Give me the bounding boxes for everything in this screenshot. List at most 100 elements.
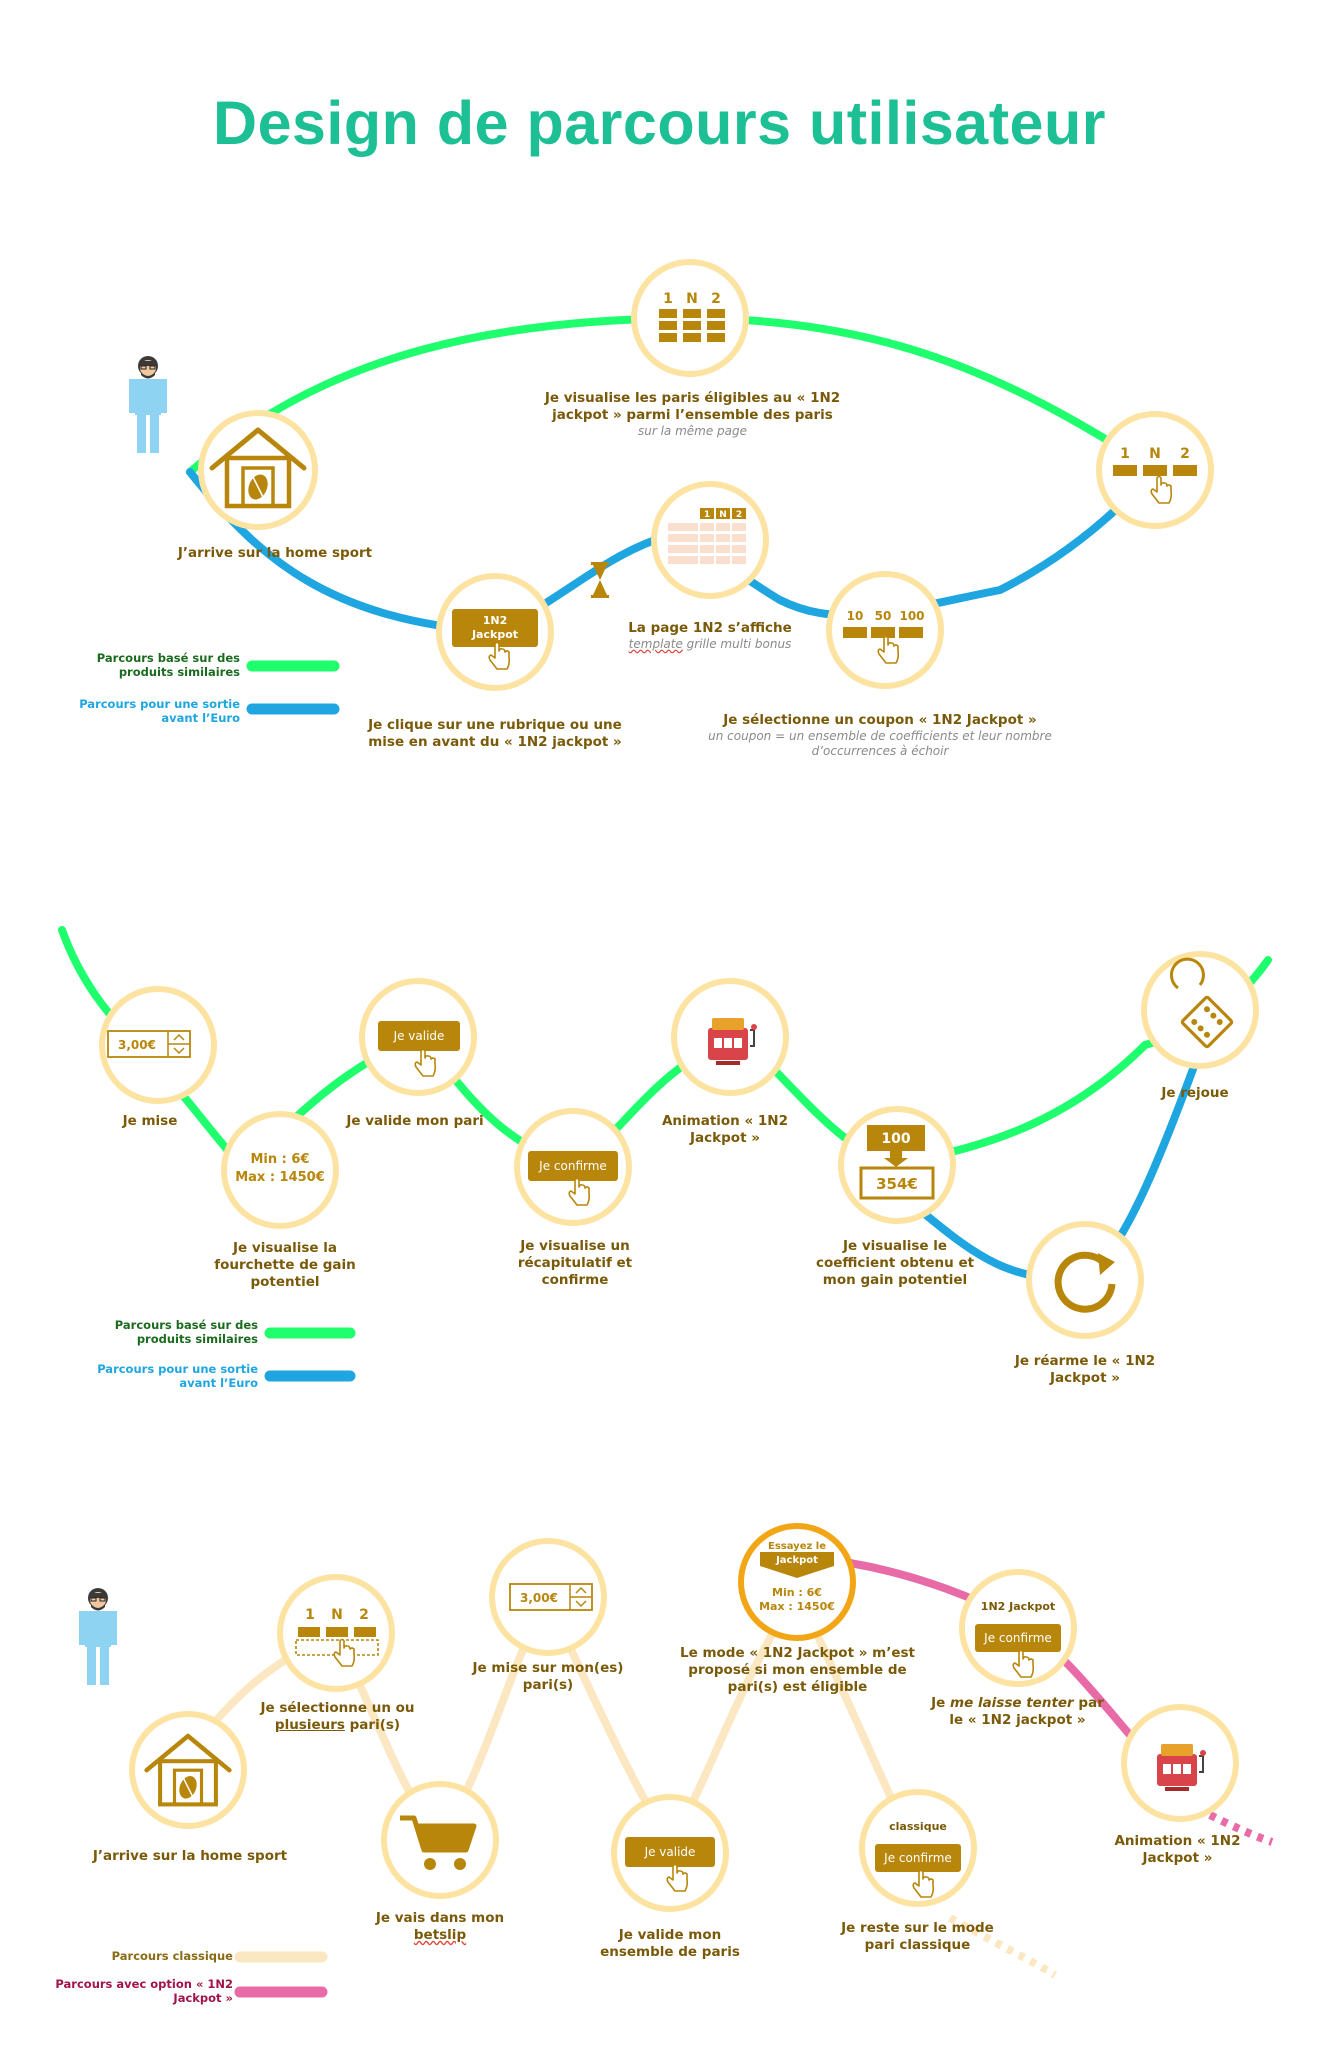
multi-bonus-grid-icon: 1 N 2 bbox=[668, 508, 746, 564]
s3-node-cart bbox=[381, 1781, 499, 1899]
pick-1n2-icon: 1 N 2 bbox=[1113, 446, 1197, 504]
hourglass-icon bbox=[591, 562, 609, 598]
stake-value: 3,00€ bbox=[520, 1591, 558, 1605]
page-title: Design de parcours utilisateur bbox=[213, 89, 1106, 157]
grid-header-1: 1 bbox=[305, 1607, 315, 1623]
label-cart: Je vais dans mon betslip bbox=[365, 1910, 515, 1944]
label-home: J’arrive sur la home sport bbox=[177, 545, 373, 561]
label-coef: Je visualise le coefficient obtenu et mo… bbox=[815, 1238, 975, 1288]
confirm-button-text: Je confirme bbox=[538, 1159, 607, 1173]
label-jackpot: Je me laisse tenter par le « 1N2 jackpot… bbox=[925, 1695, 1110, 1729]
legend-classic-label: Parcours classique bbox=[111, 1949, 233, 1963]
label-eligible-text: Je visualise les paris éligibles au « 1N… bbox=[544, 390, 841, 423]
grid-header-1: 1 bbox=[1120, 446, 1130, 462]
validate-button-text: Je valide bbox=[393, 1029, 445, 1043]
grid-header-n: N bbox=[719, 510, 727, 520]
label-page-text: La page 1N2 s’affiche bbox=[628, 620, 792, 636]
pick-1n2-icon: 1 N 2 bbox=[295, 1607, 379, 1667]
jackpot-path-continuation bbox=[1208, 1811, 1274, 1846]
grid-header-1: 1 bbox=[663, 291, 673, 307]
label-jackpot-em: me laisse tenter bbox=[950, 1695, 1074, 1711]
jackpot-caption: 1N2 Jackpot bbox=[981, 1600, 1055, 1613]
confirm-button-text: Je confirme bbox=[883, 1851, 952, 1865]
validate-button-icon: Je valide bbox=[625, 1837, 715, 1892]
confirm-button-icon: Je confirme bbox=[875, 1844, 961, 1898]
s2-node-validate: Je valide bbox=[359, 978, 477, 1096]
label-select-3: Je sélectionne un ou plusieurs pari(s) bbox=[250, 1700, 425, 1734]
s1-node-eligible: 1 N 2 bbox=[631, 259, 749, 377]
grid-header-2: 2 bbox=[736, 510, 742, 520]
label-anim: Animation « 1N2 Jackpot » bbox=[661, 1113, 789, 1146]
confirm-button-icon: Je confirme bbox=[528, 1151, 618, 1206]
grid-header-1: 1 bbox=[704, 510, 710, 520]
s3-node-home bbox=[129, 1711, 247, 1829]
cart-icon bbox=[400, 1815, 477, 1870]
s1-node-select: 1 N 2 bbox=[1096, 411, 1214, 529]
grid-header-2: 2 bbox=[1180, 446, 1190, 462]
label-coupon-text: Je sélectionne un coupon « 1N2 Jackpot » bbox=[723, 712, 1037, 728]
label-page-sub-template: template bbox=[628, 637, 683, 651]
label-jackpot-after: par le « 1N2 jackpot » bbox=[949, 1695, 1104, 1728]
classic-caption: classique bbox=[889, 1820, 947, 1833]
label-confirm: Je visualise un récapitulatif et confirm… bbox=[517, 1238, 633, 1288]
coupon-value-50: 50 bbox=[875, 609, 892, 623]
grid-header-n: N bbox=[1149, 446, 1161, 462]
coefficient-value: 100 bbox=[881, 1131, 910, 1147]
coupon-value-10: 10 bbox=[847, 609, 864, 623]
label-validate-3: Je valide mon ensemble de paris bbox=[600, 1927, 740, 1960]
range-min: Min : 6€ bbox=[251, 1152, 310, 1167]
validate-button-text: Je valide bbox=[644, 1845, 696, 1859]
s3-node-select: 1 N 2 bbox=[277, 1574, 395, 1692]
coupon-select-icon: 10 50 100 bbox=[843, 609, 925, 664]
potential-gain-value: 354€ bbox=[876, 1175, 918, 1193]
s3-node-anim bbox=[1121, 1704, 1239, 1822]
s2-node-replay bbox=[1141, 951, 1259, 1069]
label-coupon: Je sélectionne un coupon « 1N2 Jackpot »… bbox=[705, 712, 1055, 759]
label-cart-betslip: betslip bbox=[413, 1927, 467, 1943]
label-eligible: Je visualise les paris éligibles au « 1N… bbox=[535, 390, 850, 439]
grid-header-n: N bbox=[686, 291, 698, 307]
stake-input-icon: 3,00€ bbox=[509, 1583, 593, 1611]
label-eligible-sub: sur la même page bbox=[637, 424, 748, 438]
legend-blue-label-2: Parcours pour une sortie avant l’Euro bbox=[97, 1362, 258, 1390]
label-page-sub: template grille multi bonus bbox=[600, 637, 820, 652]
label-range: Je visualise la fourchette de gain poten… bbox=[214, 1240, 356, 1290]
s2-node-rearm bbox=[1026, 1221, 1144, 1339]
offer-min: Min : 6€ bbox=[772, 1586, 822, 1599]
s3-node-jackpot: 1N2 Jackpot Je confirme bbox=[959, 1569, 1077, 1687]
grid-header-n: N bbox=[331, 1607, 343, 1623]
s1-node-coupon: 10 50 100 bbox=[826, 571, 944, 689]
legend-blue-label: Parcours pour une sortie avant l’Euro bbox=[79, 697, 240, 725]
label-replay: Je rejoue bbox=[1161, 1085, 1229, 1101]
legend-pink-label: Parcours avec option « 1N2 Jackpot » bbox=[55, 1977, 233, 2005]
label-cart-before: Je vais dans mon bbox=[375, 1910, 505, 1926]
label-rearm: Je réarme le « 1N2 Jackpot » bbox=[1014, 1353, 1156, 1386]
s2-node-confirm: Je confirme bbox=[514, 1108, 632, 1226]
rearm-arrow-icon bbox=[1054, 1251, 1116, 1313]
legend-green-label: Parcours basé sur des produits similaire… bbox=[96, 651, 240, 679]
s2-node-range: Min : 6€ Max : 1450€ bbox=[221, 1111, 339, 1229]
label-offer: Le mode « 1N2 Jackpot » m’est proposé si… bbox=[680, 1645, 915, 1695]
s2-node-anim bbox=[671, 978, 789, 1096]
svg-text:Jackpot: Jackpot bbox=[471, 628, 518, 641]
s2-node-coef: 100 354€ bbox=[838, 1106, 956, 1224]
s3-node-stake: 3,00€ bbox=[489, 1538, 607, 1656]
label-bet: Je mise bbox=[122, 1113, 178, 1129]
label-select-3-after: pari(s) bbox=[344, 1717, 401, 1733]
label-page-sub-rest: grille multi bonus bbox=[682, 637, 792, 651]
confirm-button-icon: Je confirme bbox=[975, 1624, 1061, 1678]
s3-node-offer: Essayez le Jackpot Min : 6€ Max : 1450€ bbox=[738, 1523, 856, 1641]
label-classic: Je reste sur le mode pari classique bbox=[841, 1920, 994, 1953]
stake-value: 3,00€ bbox=[118, 1038, 156, 1052]
user-persona-icon bbox=[128, 355, 168, 454]
svg-text:1N2: 1N2 bbox=[483, 614, 508, 627]
legend-green-label-2: Parcours basé sur des produits similaire… bbox=[114, 1318, 258, 1346]
s2-node-bet: 3,00€ bbox=[99, 986, 217, 1104]
validate-button-icon: Je valide bbox=[378, 1021, 460, 1077]
s3-node-classic: classique Je confirme bbox=[859, 1789, 977, 1907]
offer-line-2: Jackpot bbox=[775, 1555, 818, 1566]
label-home-3: J’arrive sur la home sport bbox=[92, 1848, 288, 1864]
bets-grid-icon: 1 N 2 bbox=[659, 291, 725, 342]
coupon-value-100: 100 bbox=[899, 609, 924, 623]
